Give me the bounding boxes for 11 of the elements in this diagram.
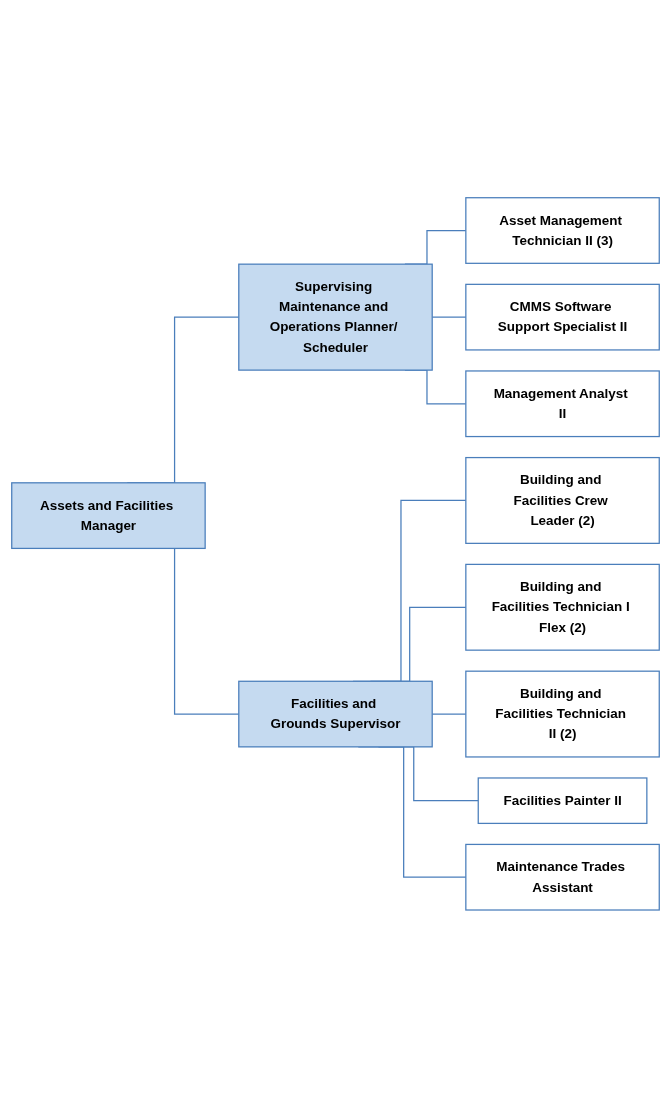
node-box: Building and Facilities Technician I Flex (2) xyxy=(465,563,660,651)
node-box: Building and Facilities Crew Leader (2) xyxy=(465,456,660,544)
node-box: Asset Management Technician II (3) xyxy=(465,196,660,264)
node-box: Building and Facilities Technician II (2) xyxy=(465,670,660,758)
node-box: Facilities Painter II xyxy=(477,776,648,824)
node-box: Supervising Maintenance and Operations Planner/ Scheduler xyxy=(238,263,433,371)
node-box: Assets and Facilities Manager xyxy=(11,481,206,549)
node-box: CMMS Software Support Specialist II xyxy=(465,283,660,351)
node-box: Management Analyst II xyxy=(465,369,660,437)
node-box: Facilities and Grounds Supervisor xyxy=(238,680,433,748)
node-box: Maintenance Trades Assistant xyxy=(465,843,660,911)
